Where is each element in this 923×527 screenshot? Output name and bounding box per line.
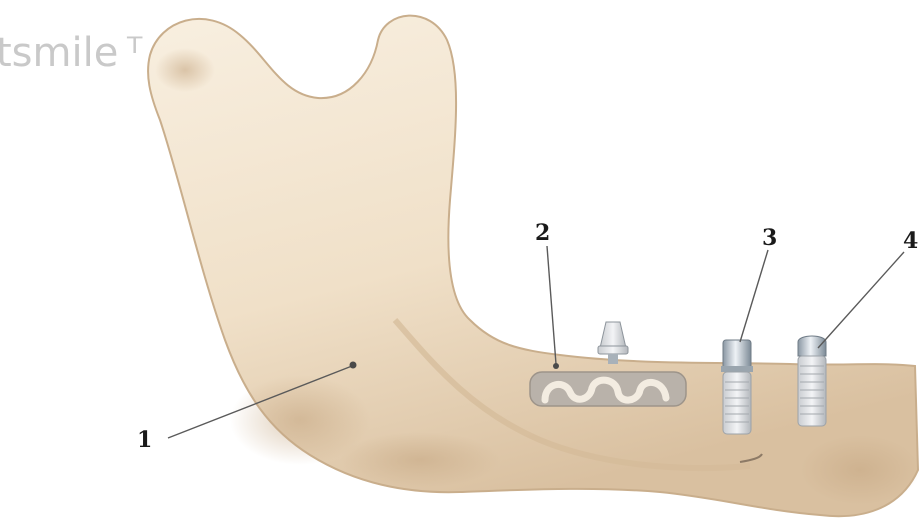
implant-icon <box>798 336 826 426</box>
leader-line <box>740 250 768 342</box>
leader-line <box>818 252 904 348</box>
watermark-text: tsmile <box>0 30 118 76</box>
leader-dot <box>553 363 559 369</box>
callout-label: 3 <box>762 225 777 251</box>
watermark-mark: ᵀ <box>126 30 143 76</box>
implant-icon <box>721 340 753 434</box>
canal-window <box>530 372 686 406</box>
callout-label: 1 <box>137 427 152 453</box>
leader-line <box>547 246 556 364</box>
mandible-bone <box>148 16 920 517</box>
callout-label: 2 <box>535 220 550 246</box>
callout-2: 2 <box>535 220 559 369</box>
callout-4: 4 <box>818 228 918 348</box>
callout-3: 3 <box>740 225 777 342</box>
leader-dot <box>350 362 357 369</box>
callout-label: 4 <box>903 228 918 254</box>
abutment-icon <box>598 322 628 364</box>
